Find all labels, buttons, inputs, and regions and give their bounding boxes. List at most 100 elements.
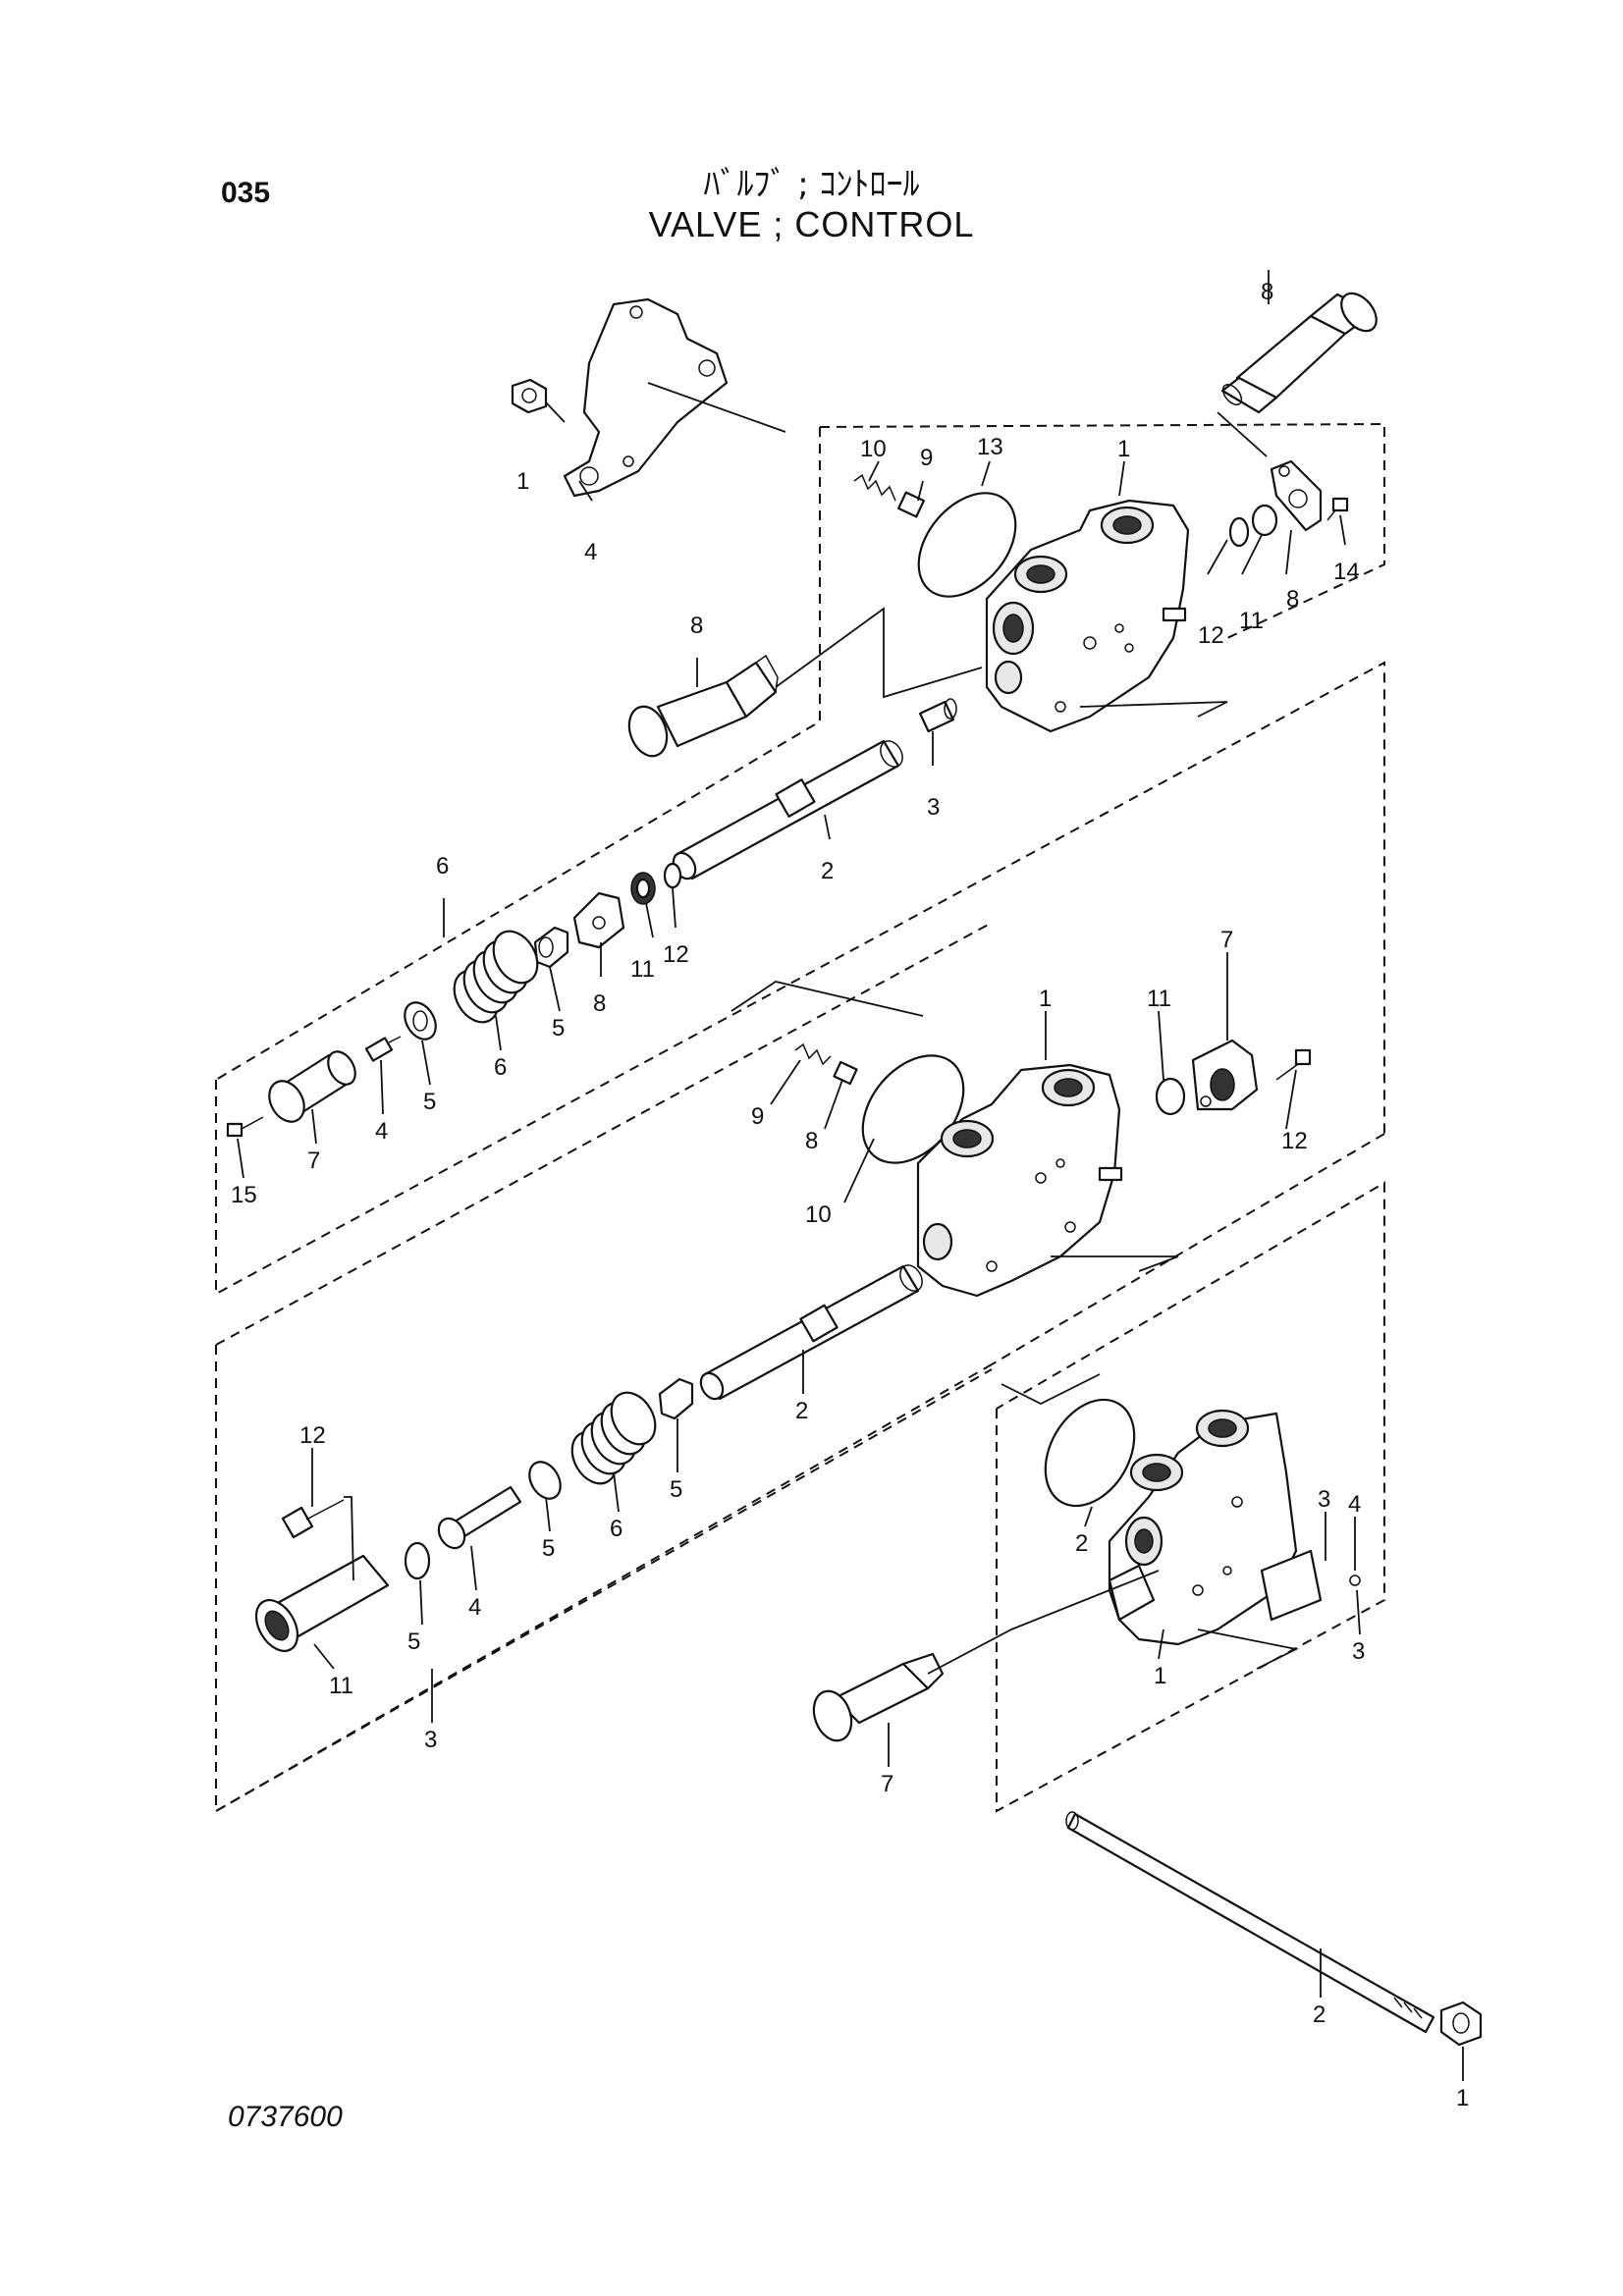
nut-icon xyxy=(511,378,548,414)
title-english: VALVE ; CONTROL xyxy=(648,204,975,244)
callout-label: 9 xyxy=(751,1103,764,1130)
cover-icon xyxy=(1191,1039,1259,1111)
callout-label: 8 xyxy=(1286,586,1299,613)
o-ring-icon xyxy=(1044,1398,1136,1508)
valve-housing-icon xyxy=(985,499,1190,733)
group-boundaries xyxy=(215,422,1385,1813)
callout-label: 2 xyxy=(795,1398,808,1424)
callout-label: 4 xyxy=(375,1118,388,1145)
check-plug-icon xyxy=(918,698,957,733)
callout-label: 7 xyxy=(307,1148,320,1174)
small-spring-icon xyxy=(794,1042,832,1066)
callout-label: 11 xyxy=(1147,986,1171,1012)
callout-label: 5 xyxy=(423,1089,436,1115)
callout-label: 6 xyxy=(494,1054,507,1081)
callout-label: 5 xyxy=(670,1476,682,1503)
tie-bolt-icon xyxy=(1065,1811,1435,2034)
spring-seat-icon xyxy=(528,1461,562,1500)
backup-ring-icon xyxy=(1251,504,1278,537)
callout-label: 5 xyxy=(542,1535,555,1562)
adjust-screw-icon xyxy=(364,1036,402,1062)
cap-icon xyxy=(268,1050,356,1123)
callout-label: 8 xyxy=(690,613,703,639)
callout-label: 3 xyxy=(1352,1638,1365,1665)
callout-label: 5 xyxy=(552,1015,565,1041)
seal-ring-icon xyxy=(1155,1077,1186,1116)
nut-icon xyxy=(1439,2001,1483,2047)
relief-valve-icon xyxy=(1220,292,1378,414)
callout-label: 3 xyxy=(927,794,940,821)
callout-label: 2 xyxy=(1075,1530,1088,1557)
o-ring-icon xyxy=(917,492,1017,598)
screw-icon xyxy=(1326,497,1349,521)
callout-label: 1 xyxy=(1039,986,1052,1012)
callout-label: 7 xyxy=(1220,927,1233,953)
seat-icon xyxy=(533,926,569,969)
page-number: 035 xyxy=(221,177,271,209)
callout-label: 1 xyxy=(1117,436,1130,462)
callout-label: 4 xyxy=(1348,1491,1361,1518)
callout-label: 11 xyxy=(630,956,655,983)
relief-valve-icon xyxy=(627,654,779,758)
retainer-plate-icon xyxy=(572,891,625,949)
callout-label: 8 xyxy=(593,990,606,1017)
callout-label: 1 xyxy=(1154,1663,1166,1689)
o-ring-icon xyxy=(404,1541,431,1580)
callout-label: 10 xyxy=(805,1201,832,1228)
seal-ring-icon xyxy=(1228,516,1250,548)
callout-label: 12 xyxy=(299,1422,326,1449)
valve-housing-icon xyxy=(916,1063,1123,1298)
bracket-icon xyxy=(563,297,729,498)
callout-label: 13 xyxy=(977,434,1003,460)
cap-icon xyxy=(254,1554,390,1652)
bolt-icon xyxy=(226,1116,264,1138)
bolt-icon xyxy=(1275,1048,1312,1081)
relief-valve-icon xyxy=(812,1652,945,1742)
valve-housing-icon xyxy=(1108,1409,1298,1646)
callout-label: 8 xyxy=(805,1128,818,1154)
callout-label: 4 xyxy=(584,539,597,565)
callout-label: 2 xyxy=(1313,2002,1325,2028)
drawing-number: 0737600 xyxy=(228,2101,343,2133)
lower-right-section xyxy=(812,1373,1483,2081)
name-plate-icon xyxy=(1260,1549,1361,1622)
callout-label: 3 xyxy=(1318,1486,1330,1513)
callout-label: 11 xyxy=(329,1673,353,1699)
callout-label: 14 xyxy=(1333,559,1360,585)
callout-label: 2 xyxy=(821,858,834,884)
callout-label: 6 xyxy=(436,853,449,880)
cover-plate-icon xyxy=(1270,459,1323,532)
spool-icon xyxy=(672,739,903,881)
callout-label: 12 xyxy=(663,941,689,968)
callout-label: 11 xyxy=(1239,608,1264,634)
small-spring-icon xyxy=(853,473,925,518)
callout-labels: 1 4 10 9 13 1 8 12 11 8 14 8 3 2 6 12 11… xyxy=(231,279,1469,2111)
callout-label: 10 xyxy=(860,436,887,462)
seat-icon xyxy=(658,1377,694,1420)
callout-label: 8 xyxy=(1261,279,1273,305)
coil-spring-icon xyxy=(570,1391,657,1485)
coil-spring-icon xyxy=(453,930,539,1024)
middle-right-section xyxy=(730,952,1312,1298)
spool-icon xyxy=(699,1264,923,1401)
callout-label: 3 xyxy=(424,1727,437,1753)
middle-left-section xyxy=(226,862,682,1179)
seal-ring-icon xyxy=(663,862,682,889)
callout-label: 15 xyxy=(231,1182,257,1208)
callout-label: 5 xyxy=(407,1629,420,1655)
callout-label: 1 xyxy=(1456,2085,1469,2111)
spring-seat-icon xyxy=(404,1001,437,1041)
plug-icon xyxy=(833,1060,858,1086)
title-japanese: ﾊﾞﾙﾌﾞ ; ｺﾝﾄﾛｰﾙ xyxy=(703,165,920,204)
callout-label: 9 xyxy=(920,445,933,471)
bolt-icon xyxy=(281,1499,345,1539)
upper-section xyxy=(511,270,1378,881)
callout-label: 7 xyxy=(881,1771,893,1797)
callout-label: 4 xyxy=(468,1594,481,1621)
backup-ring-icon xyxy=(630,872,656,905)
callout-label: 1 xyxy=(516,468,529,495)
callout-label: 12 xyxy=(1198,622,1224,649)
stopper-bolt-icon xyxy=(437,1485,522,1550)
callout-label: 6 xyxy=(610,1516,622,1542)
